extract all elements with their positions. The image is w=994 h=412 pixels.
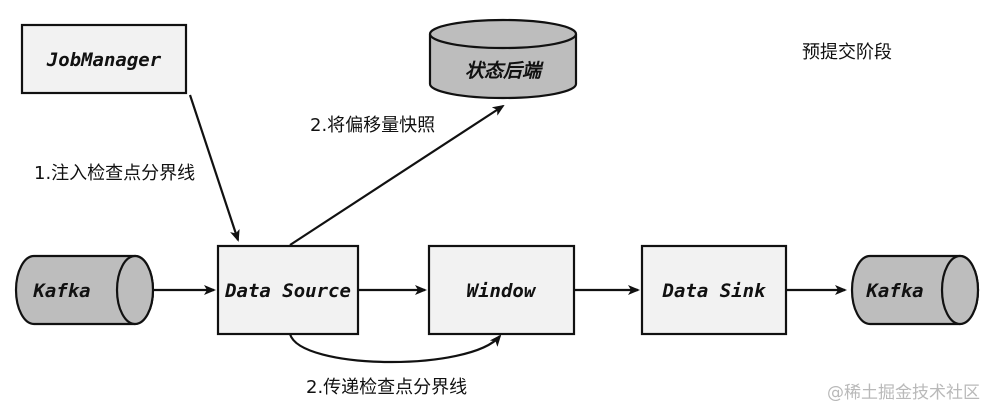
jobmanager-label: JobManager [46,49,162,71]
state-backend-label: 状态后端 [465,60,544,82]
edge-barrier-datasource-to-window [288,333,502,364]
edge-datasource-to-statebackend [289,104,505,246]
data-sink-node: Data Sink [640,244,788,336]
data-sink-label: Data Sink [662,280,768,302]
state-backend-node: 状态后端 [428,18,578,100]
watermark-text: @稀土掘金技术社区 [827,383,980,403]
window-label: Window [467,280,537,302]
jobmanager-node: JobManager [20,23,188,95]
pass-barrier-label: 2.传递检查点分界线 [306,377,467,398]
data-source-node: Data Source [216,244,360,336]
kafka-source-node: Kafka [14,254,155,326]
inject-barrier-label: 1.注入检查点分界线 [34,163,195,184]
kafka-sink-label: Kafka [865,280,923,302]
kafka-source-label: Kafka [32,280,90,302]
data-source-label: Data Source [224,280,351,302]
kafka-sink-node: Kafka [850,254,980,326]
window-node: Window [427,244,576,336]
edge-jobmanager-to-datasource [188,94,240,242]
phase-label: 预提交阶段 [802,42,892,63]
snapshot-offset-label: 2.将偏移量快照 [310,115,435,136]
